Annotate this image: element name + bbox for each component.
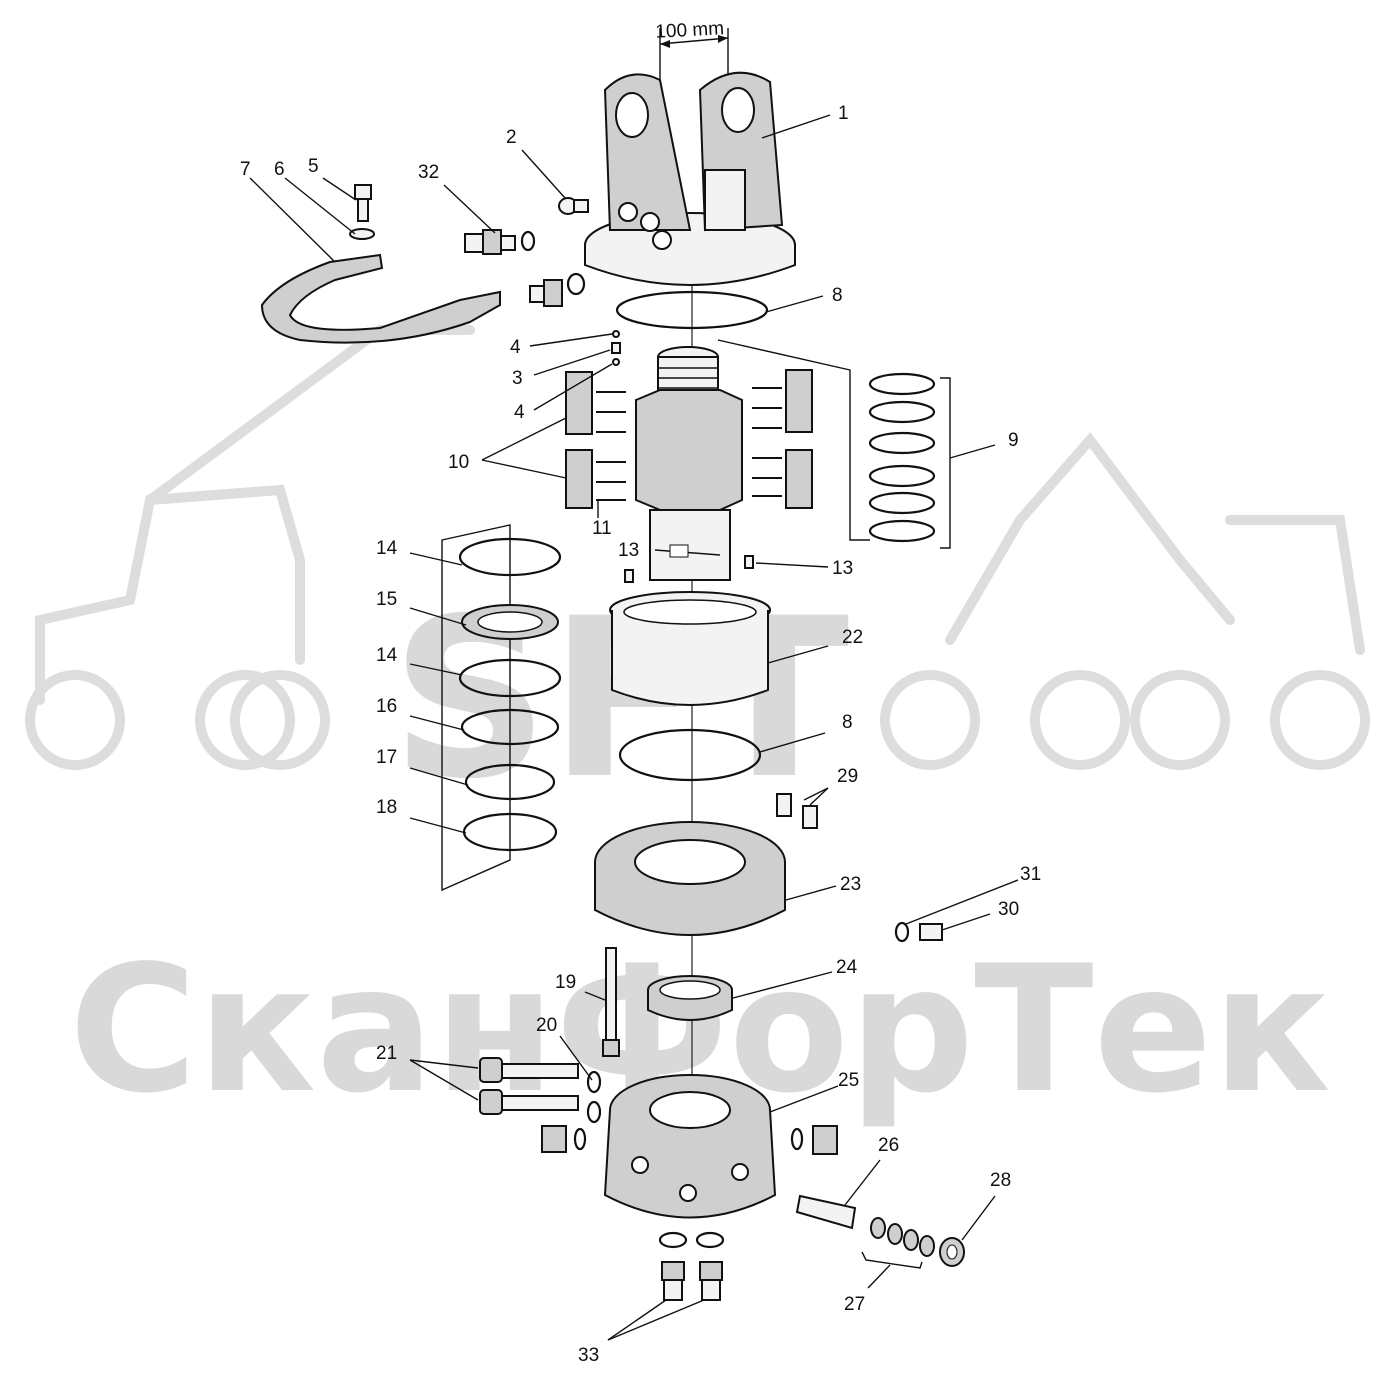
callout-18: 18 xyxy=(376,797,397,818)
leader-lines xyxy=(249,114,1019,1341)
part-25-bottom-cover xyxy=(603,1074,777,1219)
part-2-plug xyxy=(558,197,589,215)
dimension-100mm: 100 mm xyxy=(655,18,729,80)
watermark-forwarder-right-icon xyxy=(880,432,1370,770)
part-24-bushing xyxy=(647,975,733,1021)
part-1-top-bracket xyxy=(584,71,796,286)
side-plugs xyxy=(541,1125,838,1155)
part-32-fitting xyxy=(464,229,536,255)
dimension-label: 100 mm xyxy=(655,18,725,43)
bearing-stack-frame xyxy=(441,524,511,892)
callout-17: 17 xyxy=(376,747,397,768)
callout-20: 20 xyxy=(536,1015,557,1036)
callout-30: 30 xyxy=(998,899,1019,920)
callout-8a: 8 xyxy=(832,285,843,306)
part-13-pin-right xyxy=(744,555,754,569)
part-5-bolt xyxy=(354,184,372,222)
callout-33: 33 xyxy=(578,1345,599,1366)
callout-21: 21 xyxy=(376,1043,397,1064)
callout-25: 25 xyxy=(838,1070,859,1091)
callout-19: 19 xyxy=(555,972,576,993)
part-10-vanes-left xyxy=(565,371,593,509)
part-4-ball-top xyxy=(612,330,620,338)
part-23-stator xyxy=(594,821,786,936)
callout-3: 3 xyxy=(512,368,523,389)
part-3-pin xyxy=(611,342,621,354)
callout-6: 6 xyxy=(274,159,285,180)
callout-14b: 14 xyxy=(376,645,398,666)
callout-labels: 1 2 3 4 4 5 6 7 8 8 9 10 11 13 13 14 14 … xyxy=(240,103,1041,1366)
part-8-oring-lower xyxy=(618,728,762,782)
part-28-nut xyxy=(939,1237,965,1267)
part-30-plug xyxy=(919,923,943,941)
callout-16: 16 xyxy=(376,696,397,717)
part-33-fittings xyxy=(658,1231,725,1301)
part-6-washer xyxy=(349,228,375,240)
part-29-plug-b xyxy=(802,805,818,829)
callout-13a: 13 xyxy=(618,540,639,561)
part-21-bolts xyxy=(479,1057,579,1115)
part-8-oring-top xyxy=(615,290,769,330)
part-9-seal-set xyxy=(717,339,951,549)
callout-10: 10 xyxy=(448,452,469,473)
part-10-vanes-right xyxy=(785,369,813,509)
callout-31: 31 xyxy=(1020,864,1041,885)
part-4-ball-bottom xyxy=(612,358,620,366)
callout-23: 23 xyxy=(840,874,861,895)
part-27-washers xyxy=(861,1217,935,1269)
callout-28: 28 xyxy=(990,1170,1011,1191)
part-14-washer-top xyxy=(458,537,562,577)
callout-14a: 14 xyxy=(376,538,398,559)
part-7-link-bracket xyxy=(260,253,501,344)
part-31-seal-ring xyxy=(894,921,910,943)
part-19-long-bolt xyxy=(602,947,620,1057)
callout-15: 15 xyxy=(376,589,397,610)
part-17-oring xyxy=(464,763,556,801)
callout-7: 7 xyxy=(240,159,251,180)
callout-24: 24 xyxy=(836,957,858,978)
part-16-seal xyxy=(460,708,560,746)
callout-5: 5 xyxy=(308,156,319,177)
part-22-housing xyxy=(609,591,771,706)
part-32-fitting-lower xyxy=(529,272,586,307)
part-13-pin-left xyxy=(624,569,634,583)
part-11-springs xyxy=(596,387,782,501)
callout-11: 11 xyxy=(592,518,612,539)
callout-22: 22 xyxy=(842,627,863,648)
part-29-plug-a xyxy=(776,793,792,817)
callout-1: 1 xyxy=(838,103,849,124)
watermark xyxy=(25,325,1370,770)
callout-26: 26 xyxy=(878,1135,899,1156)
callout-27: 27 xyxy=(844,1294,865,1315)
callout-8b: 8 xyxy=(842,712,853,733)
callout-29: 29 xyxy=(837,766,858,787)
part-14-washer-lower xyxy=(458,658,562,698)
callout-2: 2 xyxy=(506,127,517,148)
callout-13b: 13 xyxy=(832,558,853,579)
part-20-washers xyxy=(586,1070,602,1124)
part-26-pin xyxy=(795,1194,857,1230)
central-shaft xyxy=(635,346,743,581)
callout-32: 32 xyxy=(418,162,439,183)
callout-4a: 4 xyxy=(510,337,521,358)
callout-9: 9 xyxy=(1008,430,1019,451)
callout-4b: 4 xyxy=(514,402,525,423)
